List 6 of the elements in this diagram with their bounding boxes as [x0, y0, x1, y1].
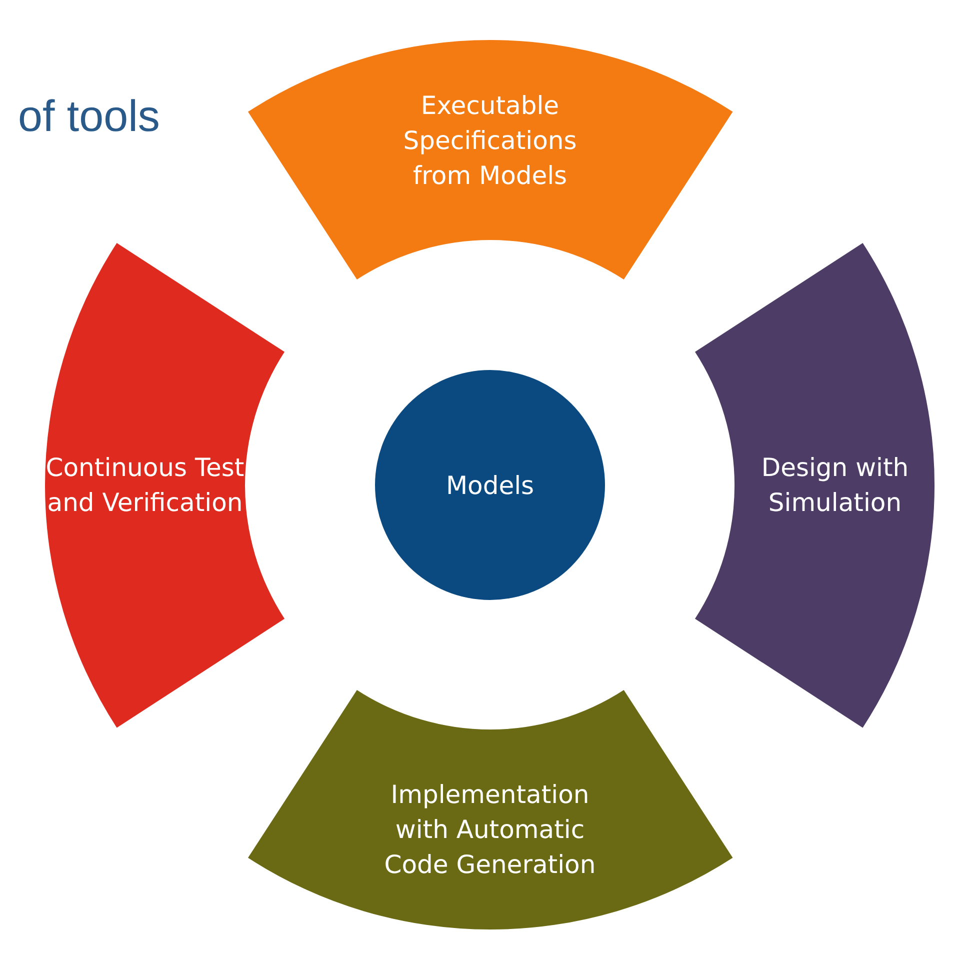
- segment-label: Implementation with Automatic Code Generation: [383, 779, 597, 882]
- segment-label: Executable Specifications from Models: [402, 90, 578, 192]
- segment-label: Models: [444, 470, 536, 502]
- heading-fragment: of tools: [18, 92, 160, 142]
- segment-label: Design with Simulation: [760, 452, 910, 519]
- segment-label: Continuous Test and Verification: [44, 452, 246, 519]
